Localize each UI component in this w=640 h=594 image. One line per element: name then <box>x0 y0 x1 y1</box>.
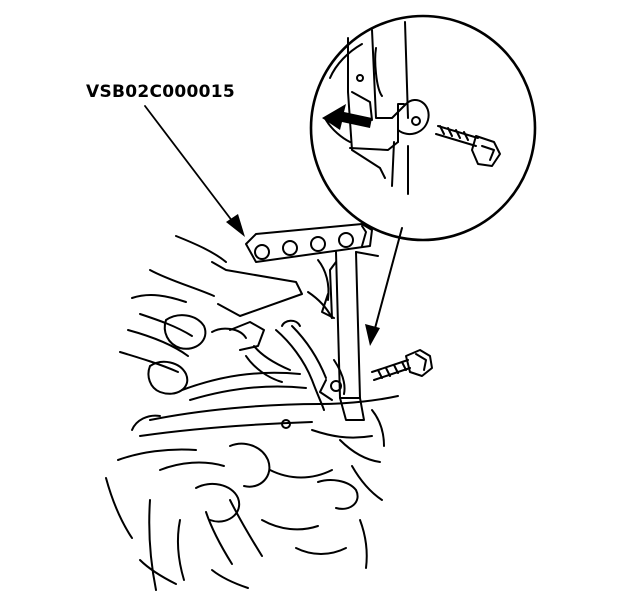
part-leader-arrow <box>144 105 245 237</box>
hanger-bracket <box>319 251 379 421</box>
mounting-bolt <box>371 349 433 381</box>
detail-pointer-arrow <box>365 227 403 346</box>
part-number-label: VSB02C000015 <box>86 82 236 102</box>
detail-magnifier-circle <box>309 14 537 242</box>
perforated-bracket <box>245 223 373 263</box>
engine-body <box>105 235 399 591</box>
